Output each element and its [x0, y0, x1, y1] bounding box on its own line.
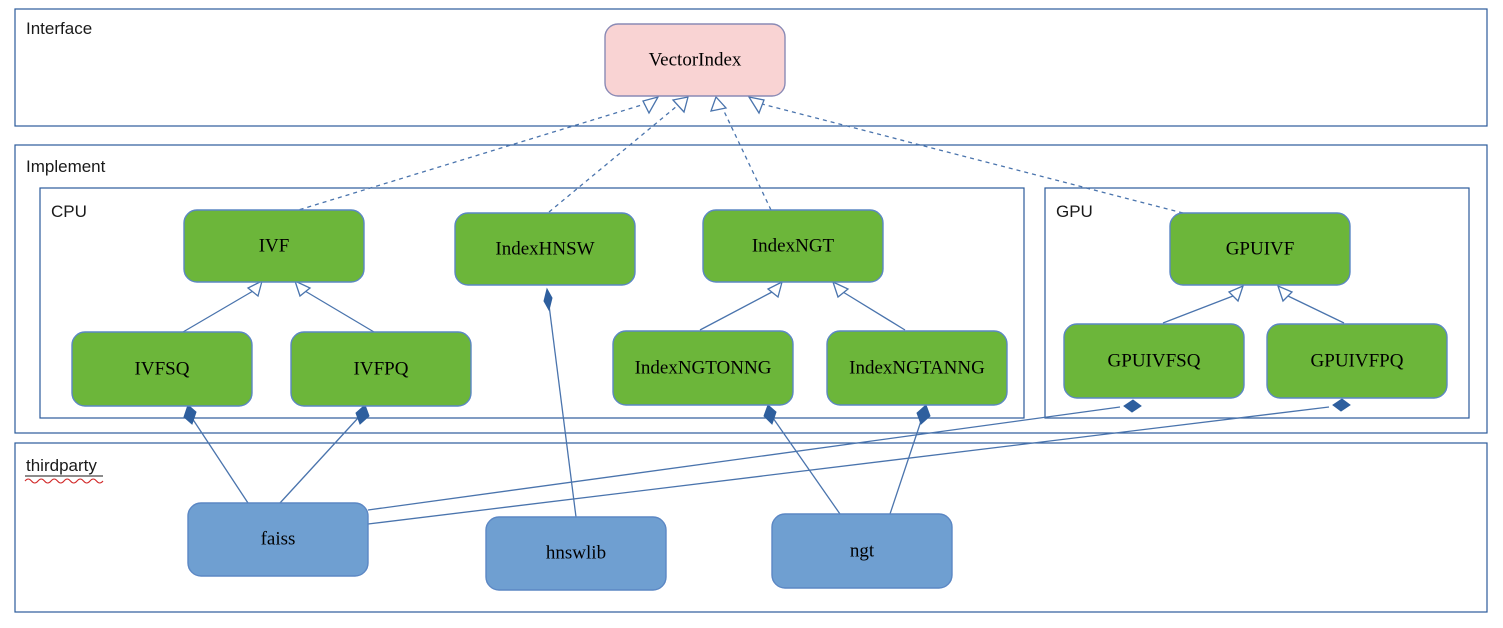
node-label-ivf: IVF	[259, 235, 290, 256]
edge-indexngt-to-vectorindex	[710, 95, 772, 211]
edge-indexngtanng-to-indexngt	[831, 280, 906, 331]
group-label-thirdparty: thirdparty	[26, 456, 97, 475]
node-ivf[interactable]: IVF	[183, 209, 365, 283]
edge-faiss-to-ivfsq	[183, 404, 249, 504]
node-ivfpq[interactable]: IVFPQ	[290, 331, 472, 407]
node-gpuivf[interactable]: GPUIVF	[1169, 212, 1351, 286]
node-label-ivfpq: IVFPQ	[354, 358, 409, 379]
node-gpuivfsq[interactable]: GPUIVFSQ	[1063, 323, 1245, 399]
edge-indexngtonng-to-indexngt	[699, 280, 783, 331]
thirdparty-spellcheck-underline	[24, 478, 104, 484]
node-label-gpuivfpq: GPUIVFPQ	[1311, 350, 1404, 371]
edge-ngt-to-indexngtonng	[763, 404, 841, 515]
edge-faiss-to-gpuivfpq	[367, 398, 1351, 525]
node-faiss[interactable]: faiss	[187, 502, 369, 577]
group-label-cpu: CPU	[51, 202, 87, 221]
group-label-implement: Implement	[26, 157, 106, 176]
node-label-ivfsq: IVFSQ	[135, 358, 190, 379]
node-label-gpuivfsq: GPUIVFSQ	[1108, 350, 1201, 371]
edge-ivfpq-to-ivf	[293, 279, 375, 333]
node-indexhnsw[interactable]: IndexHNSW	[454, 212, 636, 286]
edge-indexhnsw-to-vectorindex	[548, 96, 689, 213]
node-vectorindex[interactable]: VectorIndex	[604, 23, 786, 97]
edge-ngt-to-indexngtanng	[889, 404, 931, 515]
edge-gpuivfsq-to-gpuivf	[1162, 284, 1245, 324]
edge-gpuivf-to-vectorindex	[747, 96, 1184, 214]
edge-gpuivfpq-to-gpuivf	[1276, 284, 1345, 324]
edge-ivfsq-to-ivf	[182, 279, 263, 333]
group-label-gpu: GPU	[1056, 202, 1093, 221]
group-label-interface: Interface	[26, 19, 92, 38]
node-label-indexhnsw: IndexHNSW	[495, 238, 594, 259]
node-label-indexngtanng: IndexNGTANNG	[849, 357, 985, 378]
node-label-indexngtonng: IndexNGTONNG	[635, 357, 772, 378]
edge-ivf-to-vectorindex	[291, 95, 660, 213]
node-ivfsq[interactable]: IVFSQ	[71, 331, 253, 407]
edge-faiss-to-ivfpq	[279, 404, 370, 504]
node-label-gpuivf: GPUIVF	[1226, 238, 1295, 259]
edge-faiss-to-gpuivfsq	[367, 399, 1142, 511]
node-label-hnswlib: hnswlib	[546, 542, 606, 563]
node-hnswlib[interactable]: hnswlib	[485, 516, 667, 591]
node-gpuivfpq[interactable]: GPUIVFPQ	[1266, 323, 1448, 399]
node-indexngtonng[interactable]: IndexNGTONNG	[612, 330, 794, 406]
node-label-indexngt: IndexNGT	[752, 235, 835, 256]
node-indexngtanng[interactable]: IndexNGTANNG	[826, 330, 1008, 406]
node-label-vectorindex: VectorIndex	[649, 49, 742, 70]
node-ngt[interactable]: ngt	[771, 513, 953, 589]
node-indexngt[interactable]: IndexNGT	[702, 209, 884, 283]
node-label-ngt: ngt	[850, 540, 875, 561]
node-label-faiss: faiss	[261, 528, 296, 549]
edge-hnswlib-to-indexhnsw	[543, 287, 577, 518]
